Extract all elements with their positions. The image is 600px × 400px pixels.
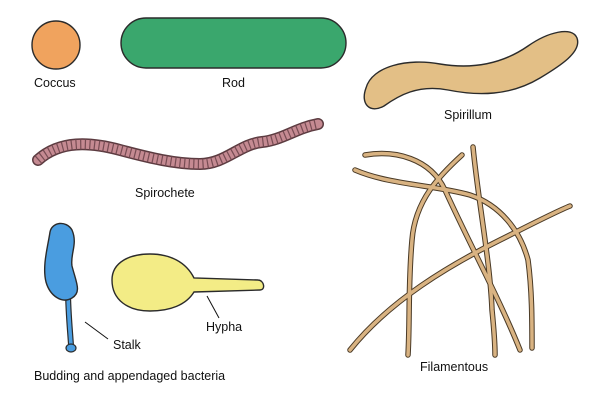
budding-bacterium-shape <box>43 222 79 301</box>
spirillum-shape <box>363 30 579 110</box>
spirochete-label: Spirochete <box>135 186 195 200</box>
budding-appendaged-label: Budding and appendaged bacteria <box>34 369 226 383</box>
coccus-label: Coccus <box>34 76 76 90</box>
hypha-label: Hypha <box>206 320 243 334</box>
holdfast-shape <box>65 343 77 353</box>
hypha-leader-line <box>206 295 220 319</box>
spirochete-shape <box>33 119 323 169</box>
stalk-label: Stalk <box>113 338 141 352</box>
spirillum-label: Spirillum <box>444 108 492 122</box>
rod-label: Rod <box>222 76 245 90</box>
hypha-shape <box>111 253 265 312</box>
coccus-shape <box>31 20 81 70</box>
filamentous-shape <box>347 144 573 358</box>
rod-shape <box>120 17 347 69</box>
filamentous-label: Filamentous <box>420 360 489 374</box>
stalk-leader-line <box>84 321 109 340</box>
